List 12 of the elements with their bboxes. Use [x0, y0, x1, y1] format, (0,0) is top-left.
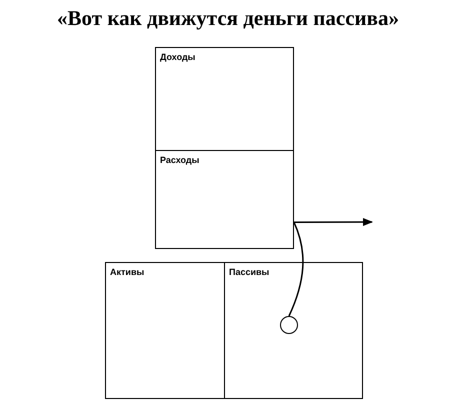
curved-line: [288, 222, 304, 316]
title: «Вот как движутся деньги пассива»: [56, 6, 400, 31]
section-label: Доходы: [160, 52, 196, 62]
section-box: [105, 262, 225, 399]
circle-marker: [280, 316, 298, 334]
section-box: [224, 262, 363, 399]
section-label: Пассивы: [229, 267, 270, 277]
section-box: [155, 47, 294, 151]
section-box: [155, 150, 294, 249]
arrow: [294, 218, 373, 226]
section-label: Активы: [110, 267, 144, 277]
section-label: Расходы: [160, 155, 200, 165]
